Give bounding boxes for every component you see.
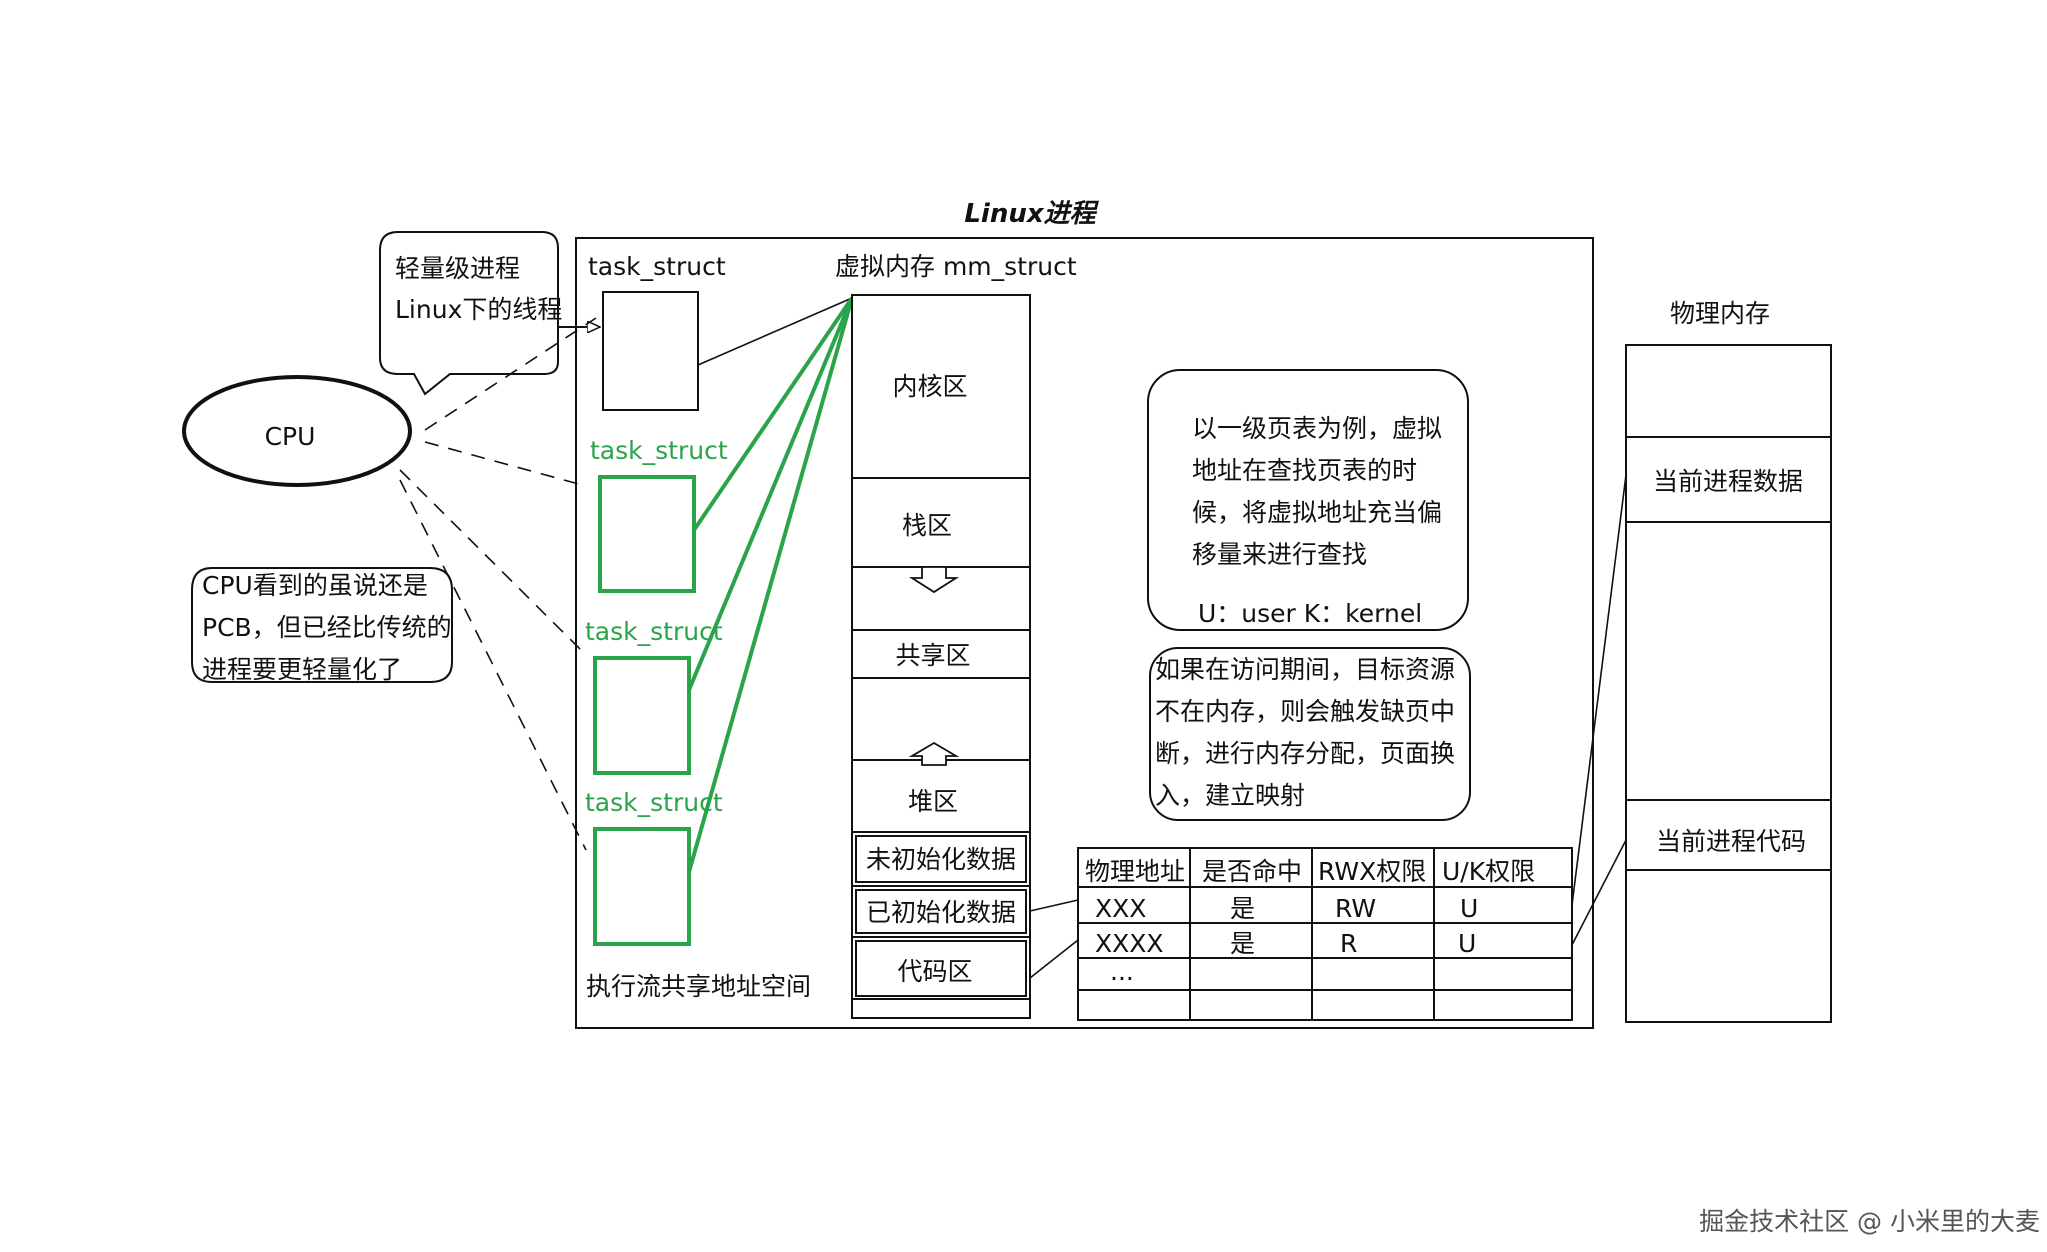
- task-struct-main-label: task_struct: [588, 252, 726, 281]
- task-struct-thread-3-label: task_struct: [585, 788, 723, 817]
- table-row: U: [1458, 929, 1476, 958]
- stack-grow-down-icon: [908, 566, 960, 594]
- watermark: 掘金技术社区 @ 小米里的大麦: [1699, 1207, 2040, 1236]
- task-struct-thread-2-box: [593, 656, 691, 775]
- note2-line-3: 断，进行内存分配，页面换: [1155, 739, 1455, 768]
- page-table-header-uk: U/K权限: [1442, 857, 1535, 886]
- task-struct-main-box: [602, 291, 699, 411]
- shared-space-label: 执行流共享地址空间: [586, 972, 811, 1001]
- task-struct-thread-1-box: [598, 475, 696, 593]
- bubble-top-line-1: 轻量级进程: [395, 254, 520, 283]
- note2-line-4: 入，建立映射: [1155, 781, 1305, 810]
- cpu-schedule-lines: [399, 317, 597, 851]
- process-frame: [575, 237, 1594, 1029]
- page-table-header-rwx: RWX权限: [1318, 857, 1426, 886]
- table-to-phys-code-line: [1571, 839, 1627, 946]
- table-row: U: [1460, 894, 1478, 923]
- task-struct-thread-3-box: [593, 827, 691, 946]
- note1-footer: U：user K：kernel: [1198, 599, 1422, 628]
- phys-region-code: 当前进程代码: [1656, 827, 1806, 856]
- page-table: [1077, 847, 1573, 1021]
- cpu-ellipse: [182, 375, 412, 487]
- vm-region-bss: 未初始化数据: [866, 845, 1016, 874]
- page-table-header-phys: 物理地址: [1085, 857, 1185, 886]
- heap-grow-up-icon: [908, 741, 960, 766]
- vm-region-stack: 栈区: [902, 511, 952, 540]
- bubble-left-line-2: PCB，但已经比传统的: [202, 613, 452, 642]
- bubble-left-line-3: 进程要更轻量化了: [202, 655, 402, 684]
- thread-speech-bubble: [379, 231, 559, 396]
- page-fault-note: [1149, 647, 1471, 821]
- note1-line-4: 移量来进行查找: [1192, 540, 1367, 569]
- diagram-title: Linux进程: [964, 199, 1099, 229]
- table-to-phys-data-line: [1571, 474, 1627, 906]
- table-row: XXX: [1095, 894, 1146, 923]
- note1-line-1: 以一级页表为例，虚拟: [1192, 414, 1442, 443]
- note1-line-2: 地址在查找页表的时: [1192, 456, 1417, 485]
- bubble-left-line-1: CPU看到的虽说还是: [202, 571, 428, 600]
- bubble-top-line-2: Linux下的线程: [395, 295, 562, 324]
- vm-region-data: 已初始化数据: [866, 898, 1016, 927]
- table-row: 是: [1230, 894, 1255, 923]
- note1-line-3: 候，将虚拟地址充当偏: [1192, 498, 1442, 527]
- vm-region-code: 代码区: [897, 957, 972, 986]
- note2-line-2: 不在内存，则会触发缺页中: [1155, 697, 1455, 726]
- page-table-header-hit: 是否命中: [1202, 857, 1302, 886]
- vm-region-shared: 共享区: [895, 641, 970, 670]
- cpu-label: CPU: [265, 422, 316, 451]
- physical-memory-column: [1625, 344, 1832, 1023]
- data-to-table-line: [1029, 899, 1079, 912]
- table-row: ...: [1110, 957, 1134, 986]
- vm-region-heap: 堆区: [908, 787, 958, 816]
- thread-to-mm-lines: [687, 296, 854, 873]
- task-struct-thread-1-label: task_struct: [590, 436, 728, 465]
- phys-region-data: 当前进程数据: [1653, 467, 1803, 496]
- vm-region-kernel: 内核区: [892, 372, 967, 401]
- note2-line-1: 如果在访问期间，目标资源: [1155, 655, 1455, 684]
- page-table-note: [1147, 369, 1469, 631]
- task-struct-thread-2-label: task_struct: [585, 617, 723, 646]
- main-to-mm-line: [697, 297, 853, 366]
- mm-struct-label: 虚拟内存 mm_struct: [835, 252, 1077, 281]
- physical-memory-label: 物理内存: [1670, 299, 1770, 328]
- table-row: RW: [1335, 894, 1376, 923]
- code-to-table-line: [1029, 939, 1079, 979]
- table-row: R: [1340, 929, 1357, 958]
- table-row: XXXX: [1095, 929, 1164, 958]
- table-row: 是: [1230, 929, 1255, 958]
